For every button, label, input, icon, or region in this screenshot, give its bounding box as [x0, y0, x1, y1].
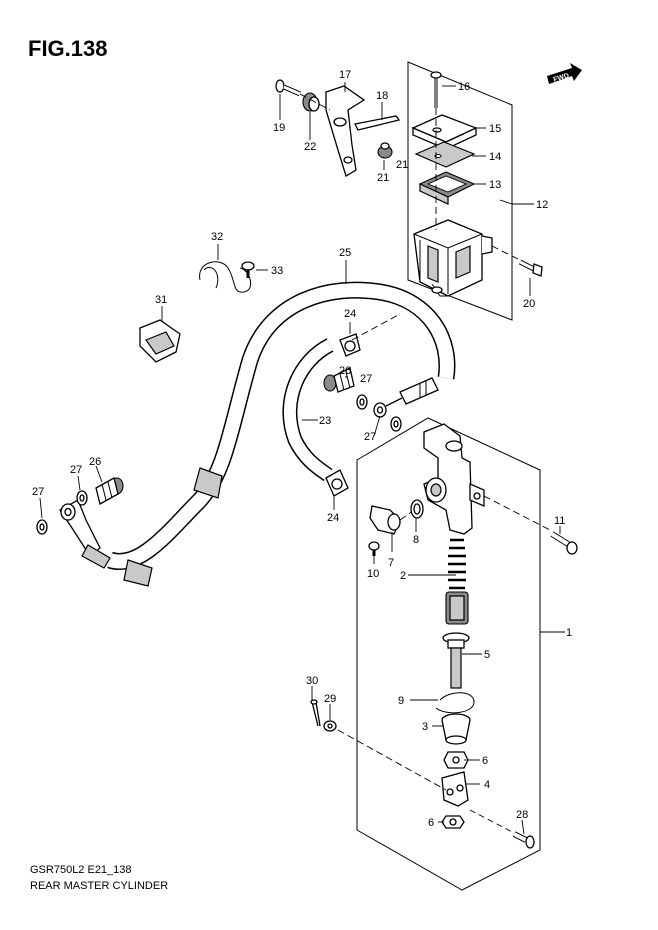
callout-20: 20 [523, 298, 535, 310]
callout-13: 13 [489, 179, 501, 191]
bracket-bolt [275, 79, 302, 97]
left-hose-union [59, 499, 111, 569]
reservoir-body [413, 219, 493, 297]
hose-clamp-lower [325, 469, 349, 497]
callout-16: 16 [458, 81, 470, 93]
callout-21-lower: 21 [396, 159, 408, 171]
callout-5: 5 [484, 649, 490, 661]
callout-numbers: 1 2 3 4 5 6 6 7 8 9 10 11 12 13 14 15 16… [32, 69, 572, 829]
push-rod [442, 632, 470, 689]
callout-17: 17 [339, 69, 351, 81]
clip-screw [241, 261, 255, 278]
union-bolt-upper [323, 367, 355, 393]
piston-assembly [445, 591, 469, 625]
callout-14: 14 [489, 151, 501, 163]
callout-11: 11 [554, 515, 565, 527]
callout-18: 18 [376, 90, 388, 102]
callout-27-d: 27 [32, 486, 44, 498]
union-bolt-left [95, 477, 124, 505]
callout-31: 31 [155, 294, 167, 306]
callout-27-c: 27 [70, 464, 82, 476]
hose-holder-clamp [139, 319, 181, 363]
sealing-washer-3 [76, 490, 88, 506]
fwd-label: FWD [553, 72, 570, 83]
reservoir-diaphragm [418, 171, 476, 205]
callout-4: 4 [484, 779, 490, 791]
callout-7: 7 [388, 557, 394, 569]
inlet-joint-screw [368, 541, 380, 556]
callout-2: 2 [400, 570, 406, 582]
master-cylinder-group-outline [356, 417, 541, 891]
callout-12: 12 [536, 199, 548, 211]
push-rod-clevis [441, 771, 469, 807]
diagram-caption: REAR MASTER CYLINDER [30, 880, 169, 892]
circlip [435, 692, 475, 714]
bracket-collar [302, 92, 320, 112]
callout-24-lower: 24 [327, 512, 339, 524]
callout-25: 25 [339, 247, 351, 259]
callout-10: 10 [367, 568, 379, 580]
callout-28: 28 [516, 809, 528, 821]
callout-6-lower: 6 [428, 817, 434, 829]
sealing-washer-1 [356, 394, 368, 410]
reservoir-mount-bolt [518, 259, 543, 277]
callout-21-upper: 21 [377, 172, 389, 184]
callout-26-left: 26 [89, 456, 101, 468]
callout-33: 33 [271, 265, 283, 277]
lock-nut-upper [443, 751, 469, 769]
inlet-o-ring [410, 499, 424, 519]
bracket-grommet [377, 142, 393, 159]
cap-plate [414, 141, 476, 168]
cotter-pin [310, 699, 321, 727]
reservoir-screw [430, 71, 442, 108]
reservoir-bracket [325, 85, 366, 177]
callout-30: 30 [306, 675, 318, 687]
callout-22: 22 [304, 141, 316, 153]
plain-washer [323, 720, 337, 732]
fwd-arrow-icon: FWD [547, 63, 582, 84]
callout-9: 9 [398, 695, 404, 707]
master-cylinder-body [423, 423, 485, 535]
cylinder-mount-bolt [550, 531, 578, 555]
sealing-washer-4 [36, 519, 48, 535]
callout-26-upper: 26 [339, 365, 351, 377]
spring-clip [199, 261, 252, 293]
supply-hose [282, 338, 334, 482]
clevis-pin [469, 809, 535, 849]
callout-24-upper: 24 [344, 308, 356, 320]
callout-29: 29 [324, 693, 336, 705]
hose-union-fitting [373, 377, 439, 418]
callout-27-a: 27 [360, 373, 372, 385]
reservoir-group-outline [407, 61, 513, 321]
dust-boot [441, 713, 471, 745]
piston-spring [448, 538, 466, 590]
sealing-washer-2 [390, 416, 402, 432]
leader-lines [39, 82, 565, 835]
callout-6-upper: 6 [482, 755, 488, 767]
callout-15: 15 [489, 123, 501, 135]
callout-23: 23 [319, 415, 331, 427]
lock-nut-lower [441, 815, 465, 829]
callout-8: 8 [413, 534, 419, 546]
callout-1: 1 [566, 627, 572, 639]
callout-27-b: 27 [364, 431, 376, 443]
callout-32: 32 [211, 231, 223, 243]
figure-title: FIG.138 [28, 36, 108, 61]
inlet-joint [369, 505, 401, 535]
hose-clamp-upper [339, 333, 361, 357]
diagram-code: GSR750L2 E21_138 [30, 864, 132, 876]
reservoir-hose [107, 281, 456, 587]
bracket-band [354, 115, 401, 131]
callout-19: 19 [273, 122, 285, 134]
callout-3: 3 [422, 721, 428, 733]
